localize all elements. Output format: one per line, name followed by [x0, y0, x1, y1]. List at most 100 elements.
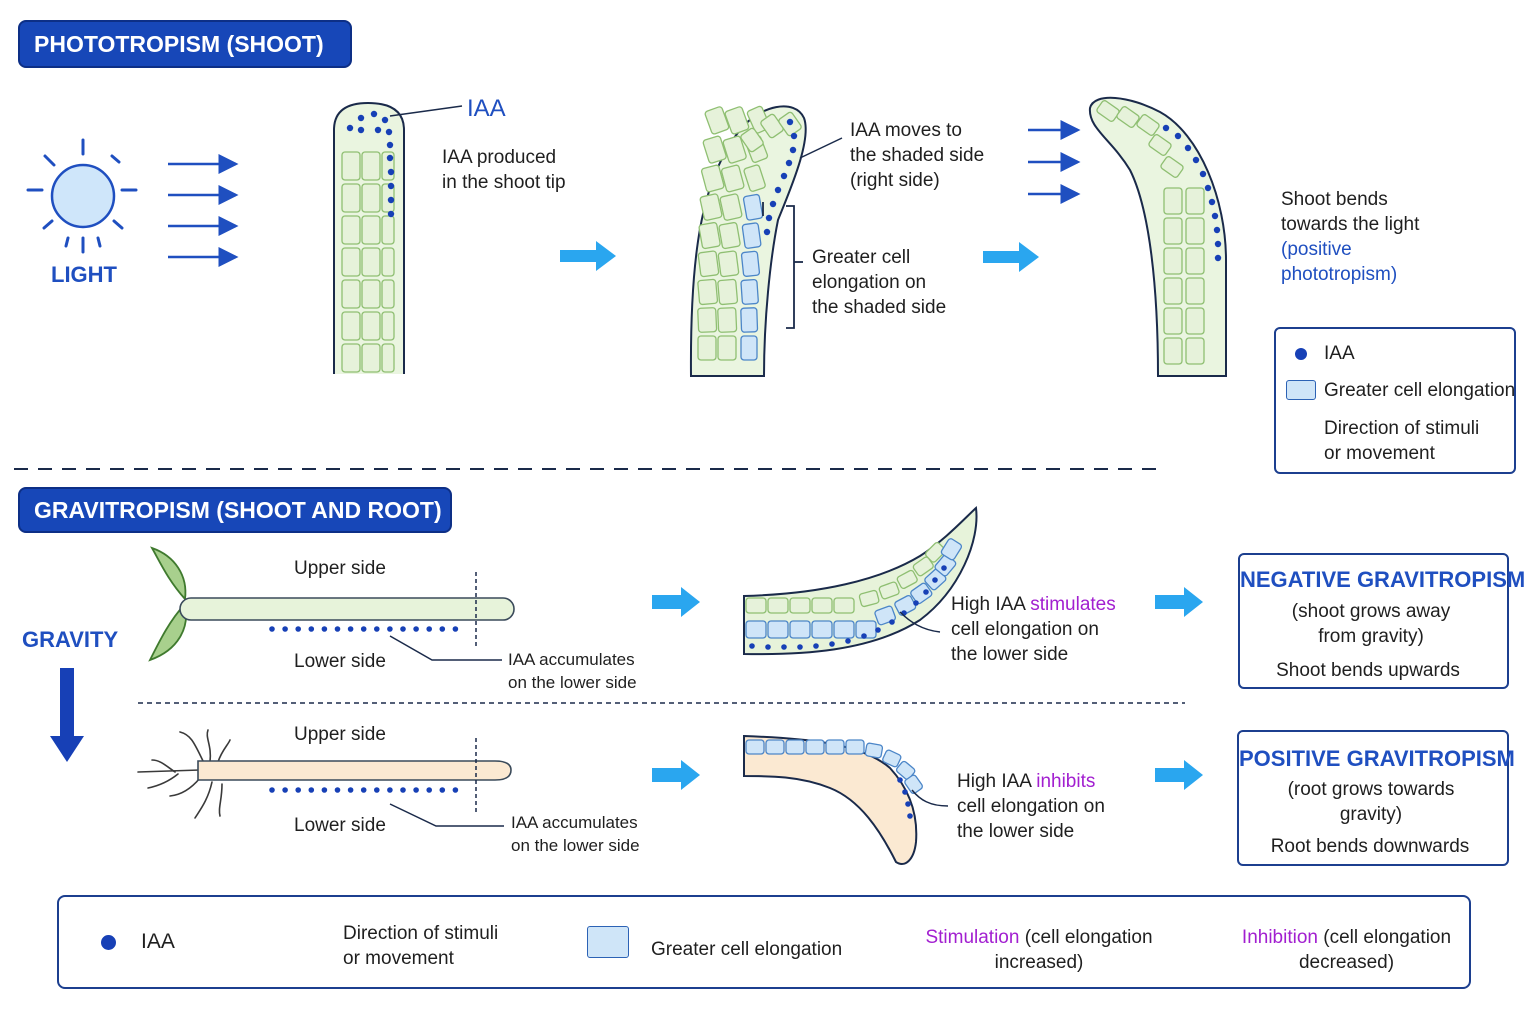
legend-greater-label: Greater cell elongation	[1324, 380, 1516, 401]
sun-icon	[26, 138, 138, 254]
plant-cell	[740, 335, 758, 361]
plant-cell	[361, 279, 381, 309]
horizontal-root	[137, 729, 512, 827]
plant-cell	[1163, 277, 1183, 305]
plant-cell	[699, 193, 723, 221]
plant-cell	[1116, 106, 1140, 128]
shoot-bends-upwards: Shoot bends upwards	[1276, 660, 1460, 681]
iaa-dot	[387, 196, 395, 204]
plant-cell	[341, 343, 361, 373]
plant-cell	[381, 183, 395, 213]
legend-cell-swatch-icon	[587, 926, 629, 958]
iaa-dot	[889, 619, 895, 625]
iaa-dot	[387, 168, 395, 176]
iaa-dot	[360, 787, 367, 793]
iaa-dot	[749, 643, 755, 649]
plant-cell	[704, 106, 730, 135]
plant-cell	[341, 311, 361, 341]
plant-cell	[858, 589, 880, 608]
iaa-dot	[786, 118, 794, 126]
shoot-high-iaa-text: High IAA stimulates cell elongation on t…	[951, 594, 1116, 665]
plant-cell	[789, 620, 811, 639]
plant-cell	[896, 569, 918, 589]
iaa-dot	[282, 787, 288, 793]
plant-cell	[878, 581, 900, 600]
root-lower-side: Lower side	[294, 815, 386, 836]
iaa-dot	[374, 626, 380, 632]
plant-cell	[743, 164, 766, 192]
plant-cell	[904, 774, 923, 795]
iaa-dot	[334, 787, 341, 793]
iaa-dot	[1211, 212, 1219, 220]
plant-cell	[341, 215, 361, 245]
bottom-legend-direction: Direction of stimuli or movement	[343, 923, 499, 969]
plant-cell	[864, 742, 884, 759]
iaa-dot	[426, 626, 433, 632]
iaa-dot	[897, 777, 903, 783]
iaa-dot	[923, 589, 929, 595]
plant-cell	[717, 250, 740, 278]
plant-cell	[361, 151, 381, 181]
cell-swatch-icon	[1286, 380, 1316, 400]
iaa-dot	[360, 626, 367, 632]
light-arrows-right	[1028, 120, 1081, 204]
iaa-dot	[797, 644, 803, 650]
iaa-dot	[452, 626, 459, 632]
iaa-dot	[346, 124, 354, 132]
phototropism-legend: IAA Greater cell elongation Direction of…	[1274, 327, 1516, 474]
iaa-dot	[295, 787, 302, 793]
iaa-dot	[295, 626, 302, 632]
iaa-dot	[374, 126, 382, 134]
iaa-dot	[400, 626, 406, 632]
root-bends-downwards: Root bends downwards	[1270, 836, 1470, 857]
shoot-iaa-accumulates: IAA accumulates on the lower side	[508, 650, 637, 692]
stimulates-word: stimulates	[1030, 594, 1116, 615]
legend-direction-label: Direction of stimuli or movement	[1324, 418, 1480, 464]
iaa-dot	[374, 787, 380, 793]
plant-cell	[697, 335, 717, 361]
iaa-dot	[357, 114, 365, 122]
iaa-dot	[790, 132, 798, 140]
negative-gravitropism-box: NEGATIVE GRAVITROPISM (shoot grows away …	[1238, 553, 1525, 689]
bottom-legend-greater: Greater cell elongation	[651, 939, 843, 960]
plant-cell	[767, 597, 789, 614]
plant-cell	[1185, 277, 1205, 305]
iaa-dot	[932, 577, 938, 583]
plant-cell	[698, 221, 721, 250]
plant-cell	[740, 278, 759, 305]
plant-cell	[722, 135, 747, 164]
plant-cell	[341, 279, 361, 309]
plant-cell	[882, 749, 902, 768]
shoot-bent	[1088, 96, 1227, 377]
iaa-dot	[1214, 240, 1222, 248]
plant-cell	[740, 307, 759, 333]
bottom-legend-inhibition: Inhibition (cell elongation decreased)	[1241, 927, 1452, 973]
plant-cell	[940, 538, 963, 561]
plant-cell	[845, 739, 865, 755]
greater-elongation-text: Greater cell elongation on the shaded si…	[812, 247, 947, 318]
plant-cell	[1163, 217, 1183, 245]
iaa-dot	[387, 210, 395, 218]
iaa-dot	[370, 110, 378, 118]
iaa-dot	[941, 565, 947, 571]
plant-cell	[720, 164, 745, 193]
shoot-straight	[333, 101, 463, 374]
plant-cell	[741, 222, 762, 249]
plant-cell	[381, 311, 395, 341]
plant-cell	[702, 135, 727, 164]
plant-cell	[1163, 247, 1183, 275]
iaa-dot	[387, 787, 393, 793]
plant-cell	[341, 151, 361, 181]
iaa-dot	[765, 214, 773, 222]
plant-cell	[924, 541, 946, 563]
plant-cell	[719, 193, 743, 221]
iaa-dot	[774, 186, 782, 194]
iaa-moves-text: IAA moves to the shaded side (right side…	[850, 120, 985, 191]
shoot-bending	[689, 105, 843, 377]
light-label: LIGHT	[51, 262, 117, 287]
iaa-dot	[1214, 254, 1222, 262]
plant-cell	[724, 106, 750, 135]
iaa-dot	[902, 789, 908, 795]
iaa-dot	[765, 644, 771, 650]
plant-cell	[1136, 114, 1160, 136]
